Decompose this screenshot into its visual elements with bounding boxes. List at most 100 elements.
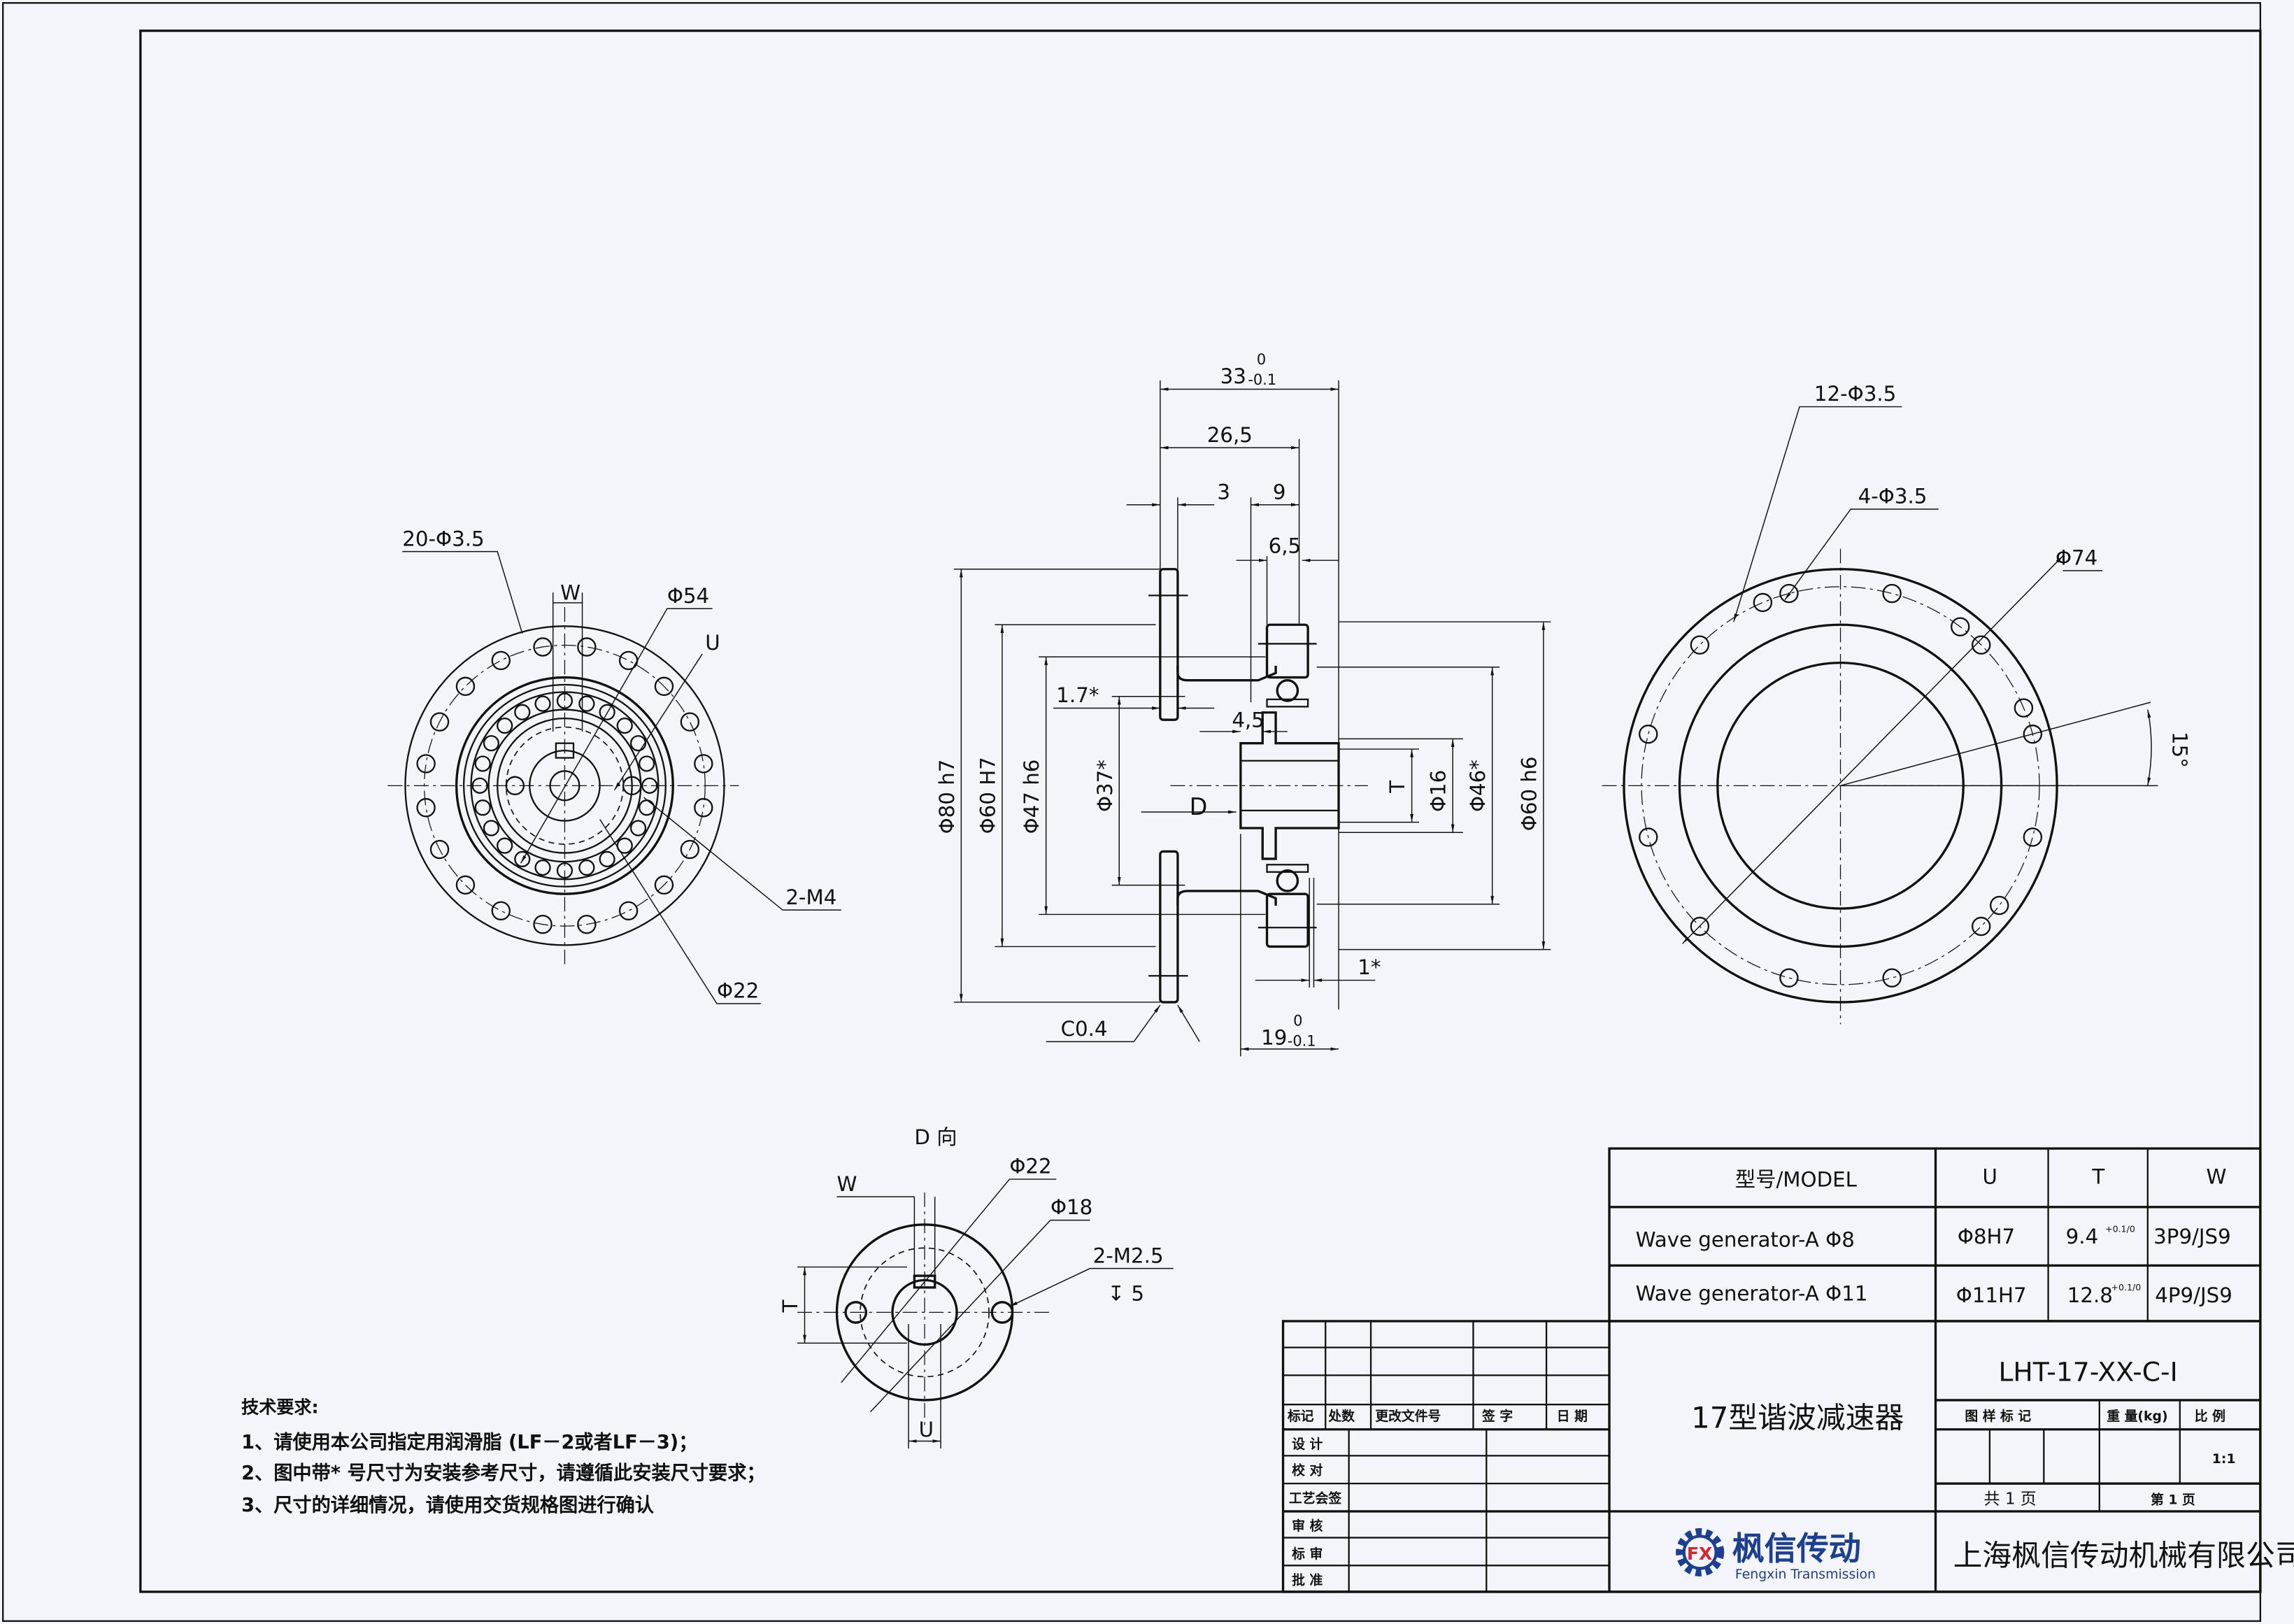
- mounting-hole: [533, 637, 553, 657]
- spec-u: Φ8H7: [1958, 1225, 2015, 1248]
- dim-4-5: 4,5: [1232, 708, 1264, 732]
- rear-dia74-label: Φ74: [2056, 546, 2097, 569]
- dim-chamfer: C0.4: [1061, 1017, 1108, 1041]
- note-item: 3、尺寸的详细情况，请使用交货规格图进行确认: [241, 1494, 655, 1516]
- spec-header-u: U: [1982, 1164, 1997, 1188]
- dim-26-5: 26,5: [1207, 423, 1253, 447]
- bearing-ball: [639, 799, 655, 816]
- dim-33-tol-lower: -0.1: [1248, 371, 1276, 388]
- rear-holes4-label: 4-Φ3.5: [1858, 485, 1928, 508]
- spec-header-w: W: [2206, 1164, 2226, 1188]
- technical-requirements: 技术要求: 1、请使用本公司指定用润滑脂 (LF－2或者LF－3)； 2、图中带…: [241, 1397, 765, 1516]
- bearing-ball: [471, 777, 488, 794]
- mounting-hole: [416, 798, 436, 818]
- mounting-hole: [1753, 592, 1773, 613]
- front-u-label: U: [705, 631, 720, 655]
- spec-t-tol: +0.1/0: [2105, 1223, 2135, 1234]
- front-holes-label: 20-Φ3.5: [402, 527, 484, 550]
- dim-1-7: 1.7*: [1056, 683, 1099, 707]
- mounting-hole: [429, 839, 450, 860]
- bearing-ball: [534, 859, 551, 876]
- company-name: 上海枫信传动机械有限公司: [1953, 1538, 2294, 1572]
- role-label: 标 审: [1291, 1546, 1323, 1562]
- d-view-dia18-label: Φ18: [1050, 1195, 1092, 1219]
- dim-dia60-H7: Φ60 H7: [976, 757, 999, 834]
- dim-dia60-h6: Φ60 h6: [1517, 756, 1541, 831]
- note-item: 2、图中带* 号尺寸为安装参考尺寸，请遵循此安装尺寸要求；: [241, 1462, 765, 1484]
- bearing-ball: [641, 777, 658, 794]
- spec-t-tol: +0.1/0: [2111, 1282, 2142, 1292]
- bearing-ball: [629, 735, 647, 752]
- bearing-ball: [556, 862, 574, 879]
- scale-label: 比 例: [2195, 1408, 2225, 1424]
- mounting-hole: [680, 839, 700, 860]
- product-name: 17型谐波减速器: [1691, 1401, 1904, 1435]
- d-direction-view: D 向 W Φ22 Φ18 2-M2.5 ↧ 5 T U: [778, 1125, 1174, 1448]
- dim-dia46: Φ46*: [1466, 760, 1490, 812]
- logo-mark: FX: [1687, 1544, 1713, 1564]
- mounting-hole: [1971, 916, 1991, 936]
- total-pages: 共 1 页: [1984, 1490, 2037, 1508]
- spec-model: Wave generator-A Φ11: [1636, 1282, 1868, 1306]
- d-view-t-label: T: [778, 1299, 802, 1313]
- mounting-hole: [2023, 827, 2043, 847]
- bearing-ball: [578, 695, 595, 712]
- mounting-hole: [1882, 583, 1902, 604]
- dim-33-tol-upper: 0: [1257, 351, 1266, 368]
- dim-6-5: 6,5: [1269, 534, 1302, 558]
- role-label: 工艺会签: [1289, 1490, 1341, 1506]
- bearing-ball: [497, 717, 513, 734]
- d-view-w-label: W: [837, 1172, 857, 1196]
- note-item: 1、请使用本公司指定用润滑脂 (LF－2或者LF－3)；: [241, 1431, 697, 1453]
- mounting-hole: [654, 676, 674, 697]
- side-section-view: 33 0 -0.1 26,5 3 9 6,5 1.7* 4,5 Φ80 h7 Φ…: [935, 351, 1551, 1057]
- bearing-ball: [514, 850, 531, 868]
- spec-w: 3P9/JS9: [2153, 1225, 2231, 1248]
- mounting-hole: [491, 650, 511, 671]
- spec-header-model: 型号/MODEL: [1735, 1168, 1858, 1192]
- d-view-m2-5-label: 2-M2.5: [1093, 1244, 1164, 1267]
- mounting-hole: [455, 676, 476, 697]
- spec-table: 型号/MODEL U T W Wave generator-A Φ8 Φ8H7 …: [1608, 1147, 2262, 1323]
- mounting-hole: [577, 914, 597, 934]
- d-view-u-label: U: [919, 1418, 934, 1441]
- dim-3: 3: [1217, 480, 1230, 504]
- d-view-depth-label: ↧ 5: [1108, 1282, 1144, 1306]
- spec-t: 9.4: [2066, 1225, 2099, 1248]
- rear-view: Φ74 12-Φ3.5 4-Φ3.5 15°: [1602, 382, 2191, 1025]
- bearing-ball: [483, 735, 499, 752]
- mounting-hole: [694, 798, 713, 818]
- mounting-hole: [1990, 895, 2009, 916]
- front-w-label: W: [560, 581, 580, 605]
- bearing-ball: [474, 755, 491, 772]
- dim-t: T: [1385, 781, 1409, 794]
- stage-label: 图 样 标 记: [1965, 1408, 2031, 1424]
- front-view: 20-Φ3.5 W Φ54 U 2-M4 Φ22: [387, 527, 841, 1004]
- mounting-hole: [533, 914, 553, 934]
- mounting-hole: [618, 901, 639, 920]
- rev-header: 处数: [1327, 1408, 1355, 1424]
- dim-1: 1*: [1358, 955, 1381, 979]
- mounting-hole: [455, 875, 476, 895]
- dim-dia47: Φ47 h6: [1020, 760, 1043, 834]
- role-label: 设 计: [1292, 1437, 1323, 1452]
- d-view-dia22-label: Φ22: [1009, 1155, 1051, 1178]
- company-logo: FX 枫信传动 Fengxin Transmission: [1676, 1527, 1876, 1582]
- drawing-frame: [139, 29, 2262, 1593]
- mounting-hole: [577, 637, 597, 657]
- rev-header: 签 字: [1481, 1408, 1513, 1424]
- dim-9: 9: [1273, 480, 1286, 504]
- dim-dia37: Φ37*: [1093, 760, 1117, 812]
- role-label: 审 核: [1292, 1518, 1323, 1534]
- spec-t: 12.8: [2067, 1283, 2113, 1307]
- bearing-ball: [616, 717, 633, 734]
- notes-title: 技术要求:: [241, 1397, 318, 1418]
- bearing-ball: [483, 820, 499, 836]
- mounting-hole: [416, 754, 436, 774]
- bearing-ball: [599, 704, 615, 720]
- mounting-hole: [491, 901, 511, 920]
- front-m4-label: 2-M4: [785, 885, 836, 909]
- page-number: 第 1 页: [2151, 1491, 2195, 1507]
